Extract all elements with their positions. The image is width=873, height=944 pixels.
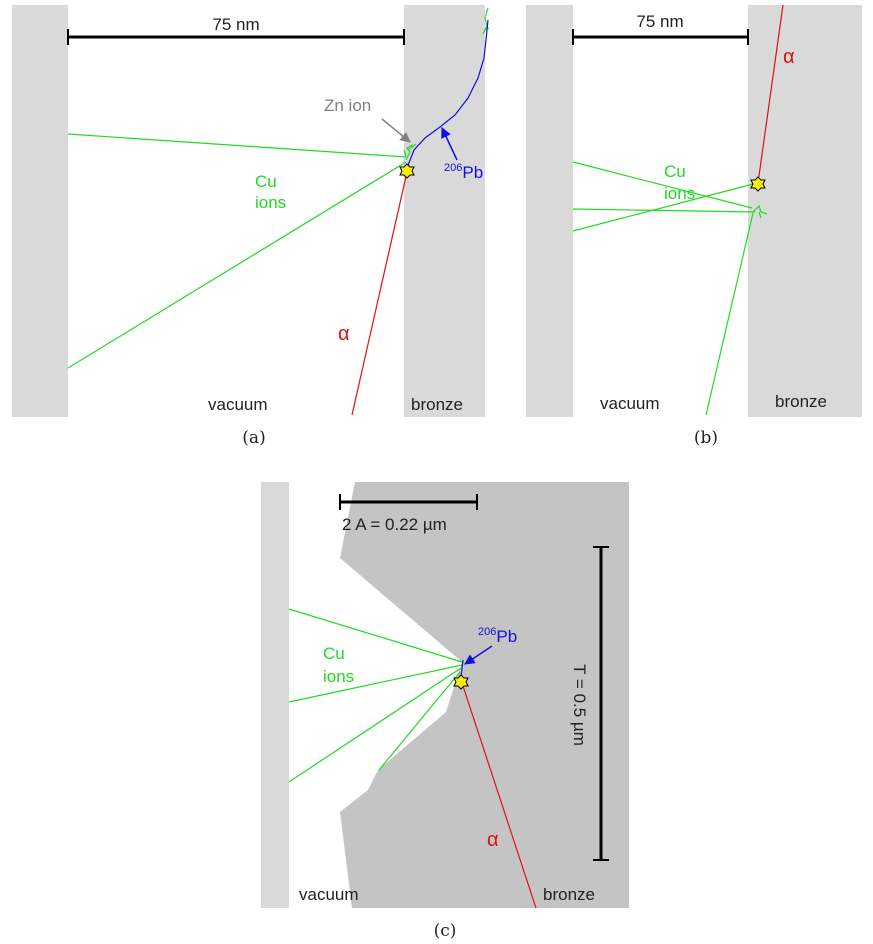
- panel-a-decay-burst: [399, 163, 415, 179]
- panel-c-vacuum-region: [289, 482, 462, 908]
- panel-a-caption: (a): [242, 428, 265, 448]
- panel-b-cu-track: [572, 182, 758, 232]
- panel-a-zn-arrow: [381, 118, 411, 143]
- panel-a-bronze-label: bronze: [411, 395, 463, 414]
- panel-b: 75 nm Cu ions α vacuum bronze (b): [526, 4, 862, 448]
- panel-a-cu-track: [67, 161, 407, 369]
- panel-c: 2 A = 0.22 µm T = 0.5 µm 206Pb Cu ions α…: [261, 482, 629, 941]
- panel-c-alpha-track: [461, 682, 537, 909]
- panel-a: 75 nm Zn ion Cu ions 206Pb α vacuum bron…: [12, 5, 490, 448]
- panel-c-pb-arrow: [464, 645, 493, 665]
- panel-b-cu-label-line1: Cu: [664, 162, 686, 181]
- panel-b-cu-track: [572, 161, 753, 209]
- panel-a-pb-text: Pb: [462, 163, 483, 182]
- panel-b-left-wall: [526, 5, 573, 417]
- panel-a-alpha-label: α: [338, 323, 350, 345]
- panel-c-pb-sup: 206: [478, 626, 496, 638]
- panel-c-cu-track: [378, 671, 461, 771]
- panel-b-vacuum-label: vacuum: [600, 394, 660, 413]
- panel-a-pb-arrow: [441, 127, 458, 161]
- panel-a-pb-track: [406, 19, 489, 169]
- panel-b-cu-track: [705, 212, 754, 416]
- panel-c-pb-text: Pb: [496, 627, 517, 646]
- panel-c-cu-track: [288, 664, 463, 703]
- panel-c-decay-burst: [453, 674, 469, 690]
- panel-c-left-wall: [261, 482, 289, 908]
- panel-a-alpha-track: [351, 171, 408, 416]
- panel-b-caption: (b): [694, 428, 718, 448]
- panel-c-cu-label-line2: ions: [323, 667, 354, 686]
- panel-a-pb-sup: 206: [444, 162, 462, 174]
- panel-b-decay-burst: [750, 176, 766, 192]
- panel-b-cu-label-line2: ions: [664, 184, 695, 203]
- panel-c-cu-tracks: [288, 608, 463, 783]
- panel-b-bronze-region: [748, 5, 862, 417]
- panel-a-cu-cascade: [403, 143, 417, 161]
- panel-b-alpha-label: α: [783, 46, 795, 68]
- panel-c-alpha-label: α: [487, 829, 499, 851]
- panel-c-cu-track: [288, 667, 462, 783]
- panel-c-scale-label: 2 A = 0.22 µm: [342, 515, 447, 534]
- panel-b-scale-label: 75 nm: [636, 12, 683, 31]
- panel-c-cu-track: [288, 608, 463, 663]
- panel-b-cu-cascade: [752, 204, 768, 219]
- panel-a-bronze-region: [404, 5, 485, 417]
- panel-a-pb-label: 206Pb: [444, 162, 483, 182]
- panel-a-zn-label: Zn ion: [324, 96, 371, 115]
- panel-b-cu-tracks: [572, 161, 768, 416]
- panel-c-thickness-label: T = 0.5 µm: [570, 664, 589, 746]
- panel-a-scale-label: 75 nm: [212, 15, 259, 34]
- panel-b-bronze-label: bronze: [775, 392, 827, 411]
- panel-b-cu-track: [572, 208, 756, 213]
- panel-a-vacuum-label: vacuum: [208, 395, 268, 414]
- panel-b-alpha-track: [757, 4, 784, 184]
- panel-c-vacuum-label: vacuum: [299, 885, 359, 904]
- panel-a-cu-label-line2: ions: [255, 193, 286, 212]
- panel-c-pb-track: [460, 659, 464, 678]
- panel-c-cu-label-line1: Cu: [323, 644, 345, 663]
- panel-c-bronze-label: bronze: [543, 885, 595, 904]
- panel-a-left-wall: [12, 5, 68, 417]
- panel-c-caption: (c): [434, 921, 457, 941]
- panel-c-pb-label: 206Pb: [478, 626, 517, 646]
- panel-a-cu-track: [67, 133, 407, 158]
- panel-a-cu-label-line1: Cu: [255, 172, 277, 191]
